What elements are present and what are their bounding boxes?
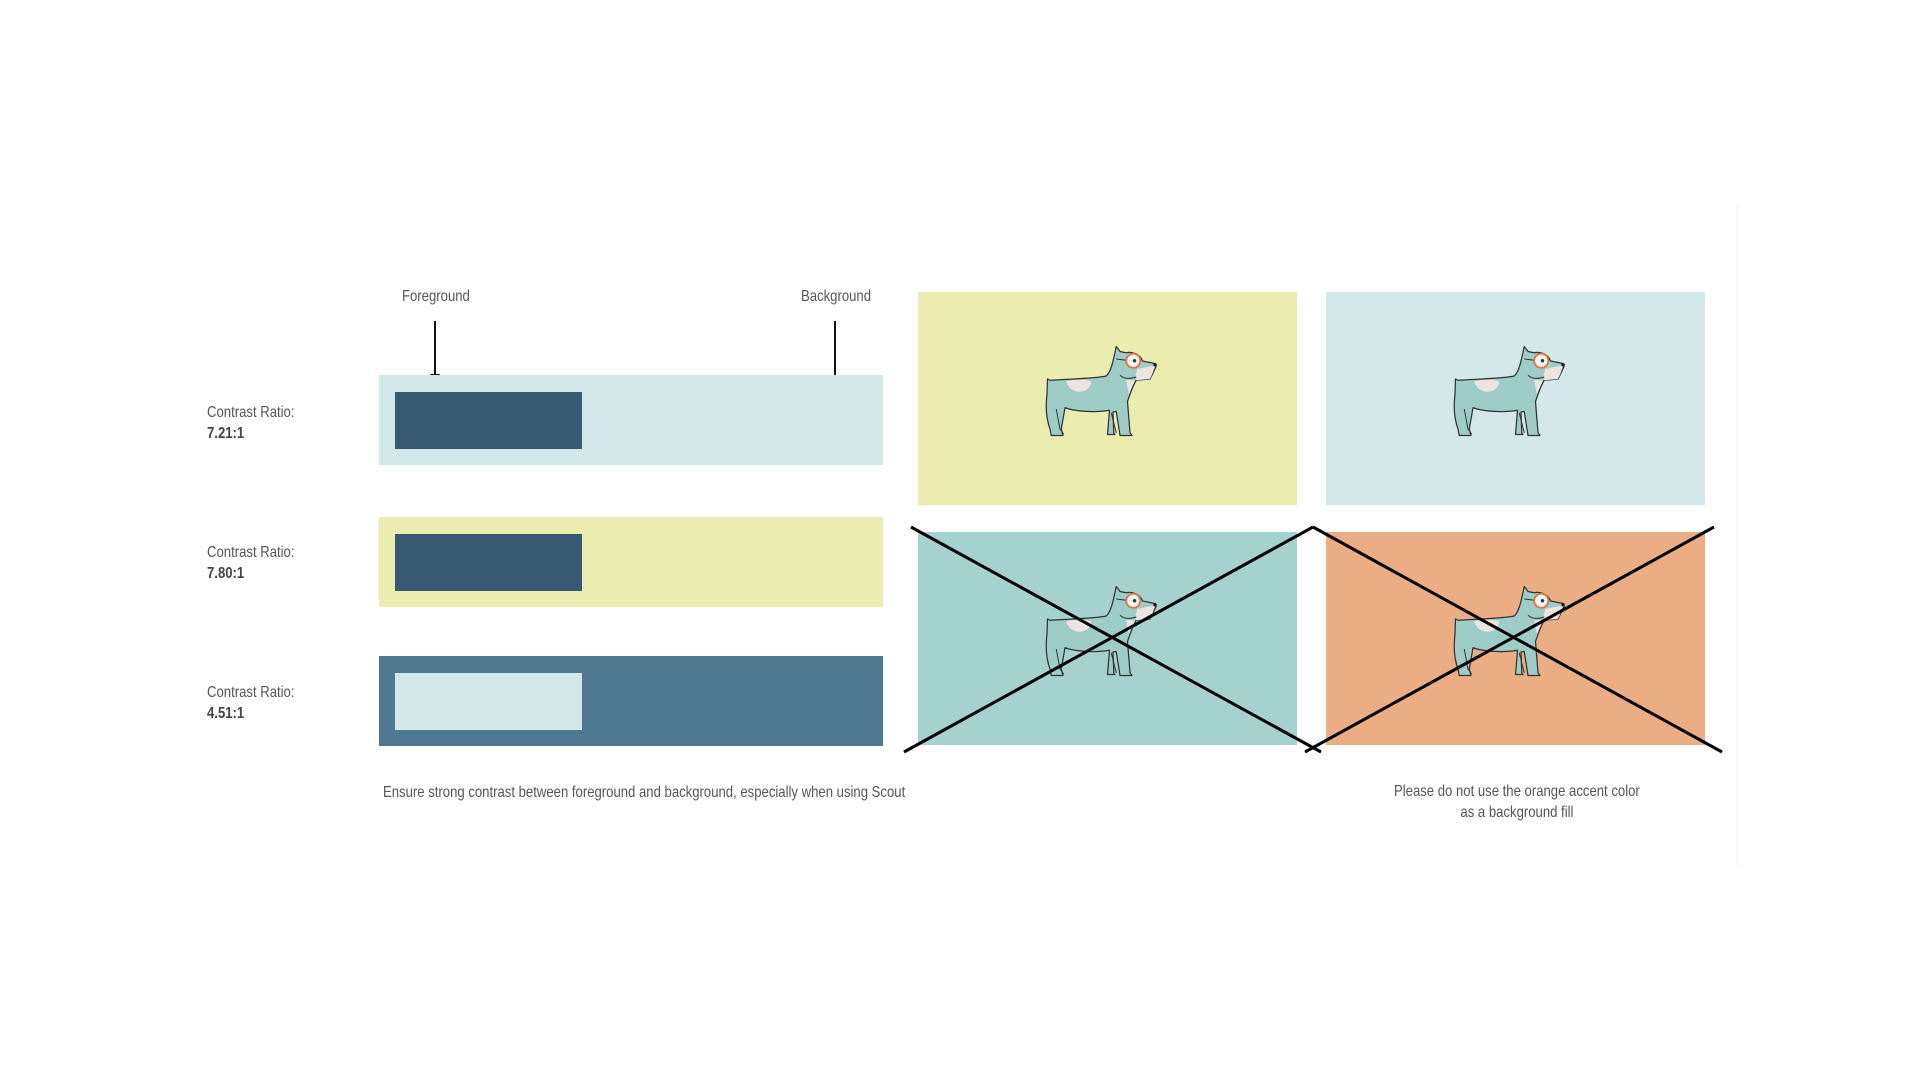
contrast-caption: Ensure strong contrast between foregroun… (383, 784, 1020, 802)
contrast-label-text: Contrast Ratio: (207, 684, 295, 701)
example-lightblue-bg (1326, 292, 1705, 505)
contrast-label-text: Contrast Ratio: (207, 404, 295, 421)
example-yellow-bg (918, 292, 1297, 505)
orange-caption-line2: as a background fill (1460, 804, 1574, 821)
foreground-label: Foreground (402, 288, 485, 306)
foreground-swatch (395, 534, 582, 591)
background-label-text: Background (801, 288, 872, 305)
cross-line (1304, 525, 1715, 754)
contrast-value: 4.51:1 (207, 705, 245, 722)
contrast-value: 7.21:1 (207, 425, 245, 442)
contrast-caption-text: Ensure strong contrast between foregroun… (383, 784, 906, 801)
cross-line (1312, 525, 1723, 754)
panel-edge (1736, 205, 1740, 865)
contrast-label-3: Contrast Ratio: 4.51:1 (207, 684, 314, 723)
contrast-swatch-1 (379, 375, 883, 465)
foreground-swatch (395, 673, 582, 730)
cross-line (903, 525, 1314, 754)
orange-caption-line1: Please do not use the orange accent colo… (1394, 783, 1640, 800)
contrast-swatch-2 (379, 517, 883, 607)
contrast-label-1: Contrast Ratio: 7.21:1 (207, 404, 314, 443)
orange-caption: Please do not use the orange accent colo… (1317, 783, 1717, 822)
contrast-label-text: Contrast Ratio: (207, 544, 295, 561)
contrast-label-2: Contrast Ratio: 7.80:1 (207, 544, 314, 583)
contrast-value: 7.80:1 (207, 565, 245, 582)
cross-line (910, 525, 1322, 754)
contrast-swatch-3 (379, 656, 883, 746)
foreground-label-text: Foreground (402, 288, 470, 305)
background-label: Background (801, 288, 886, 306)
foreground-swatch (395, 392, 582, 449)
